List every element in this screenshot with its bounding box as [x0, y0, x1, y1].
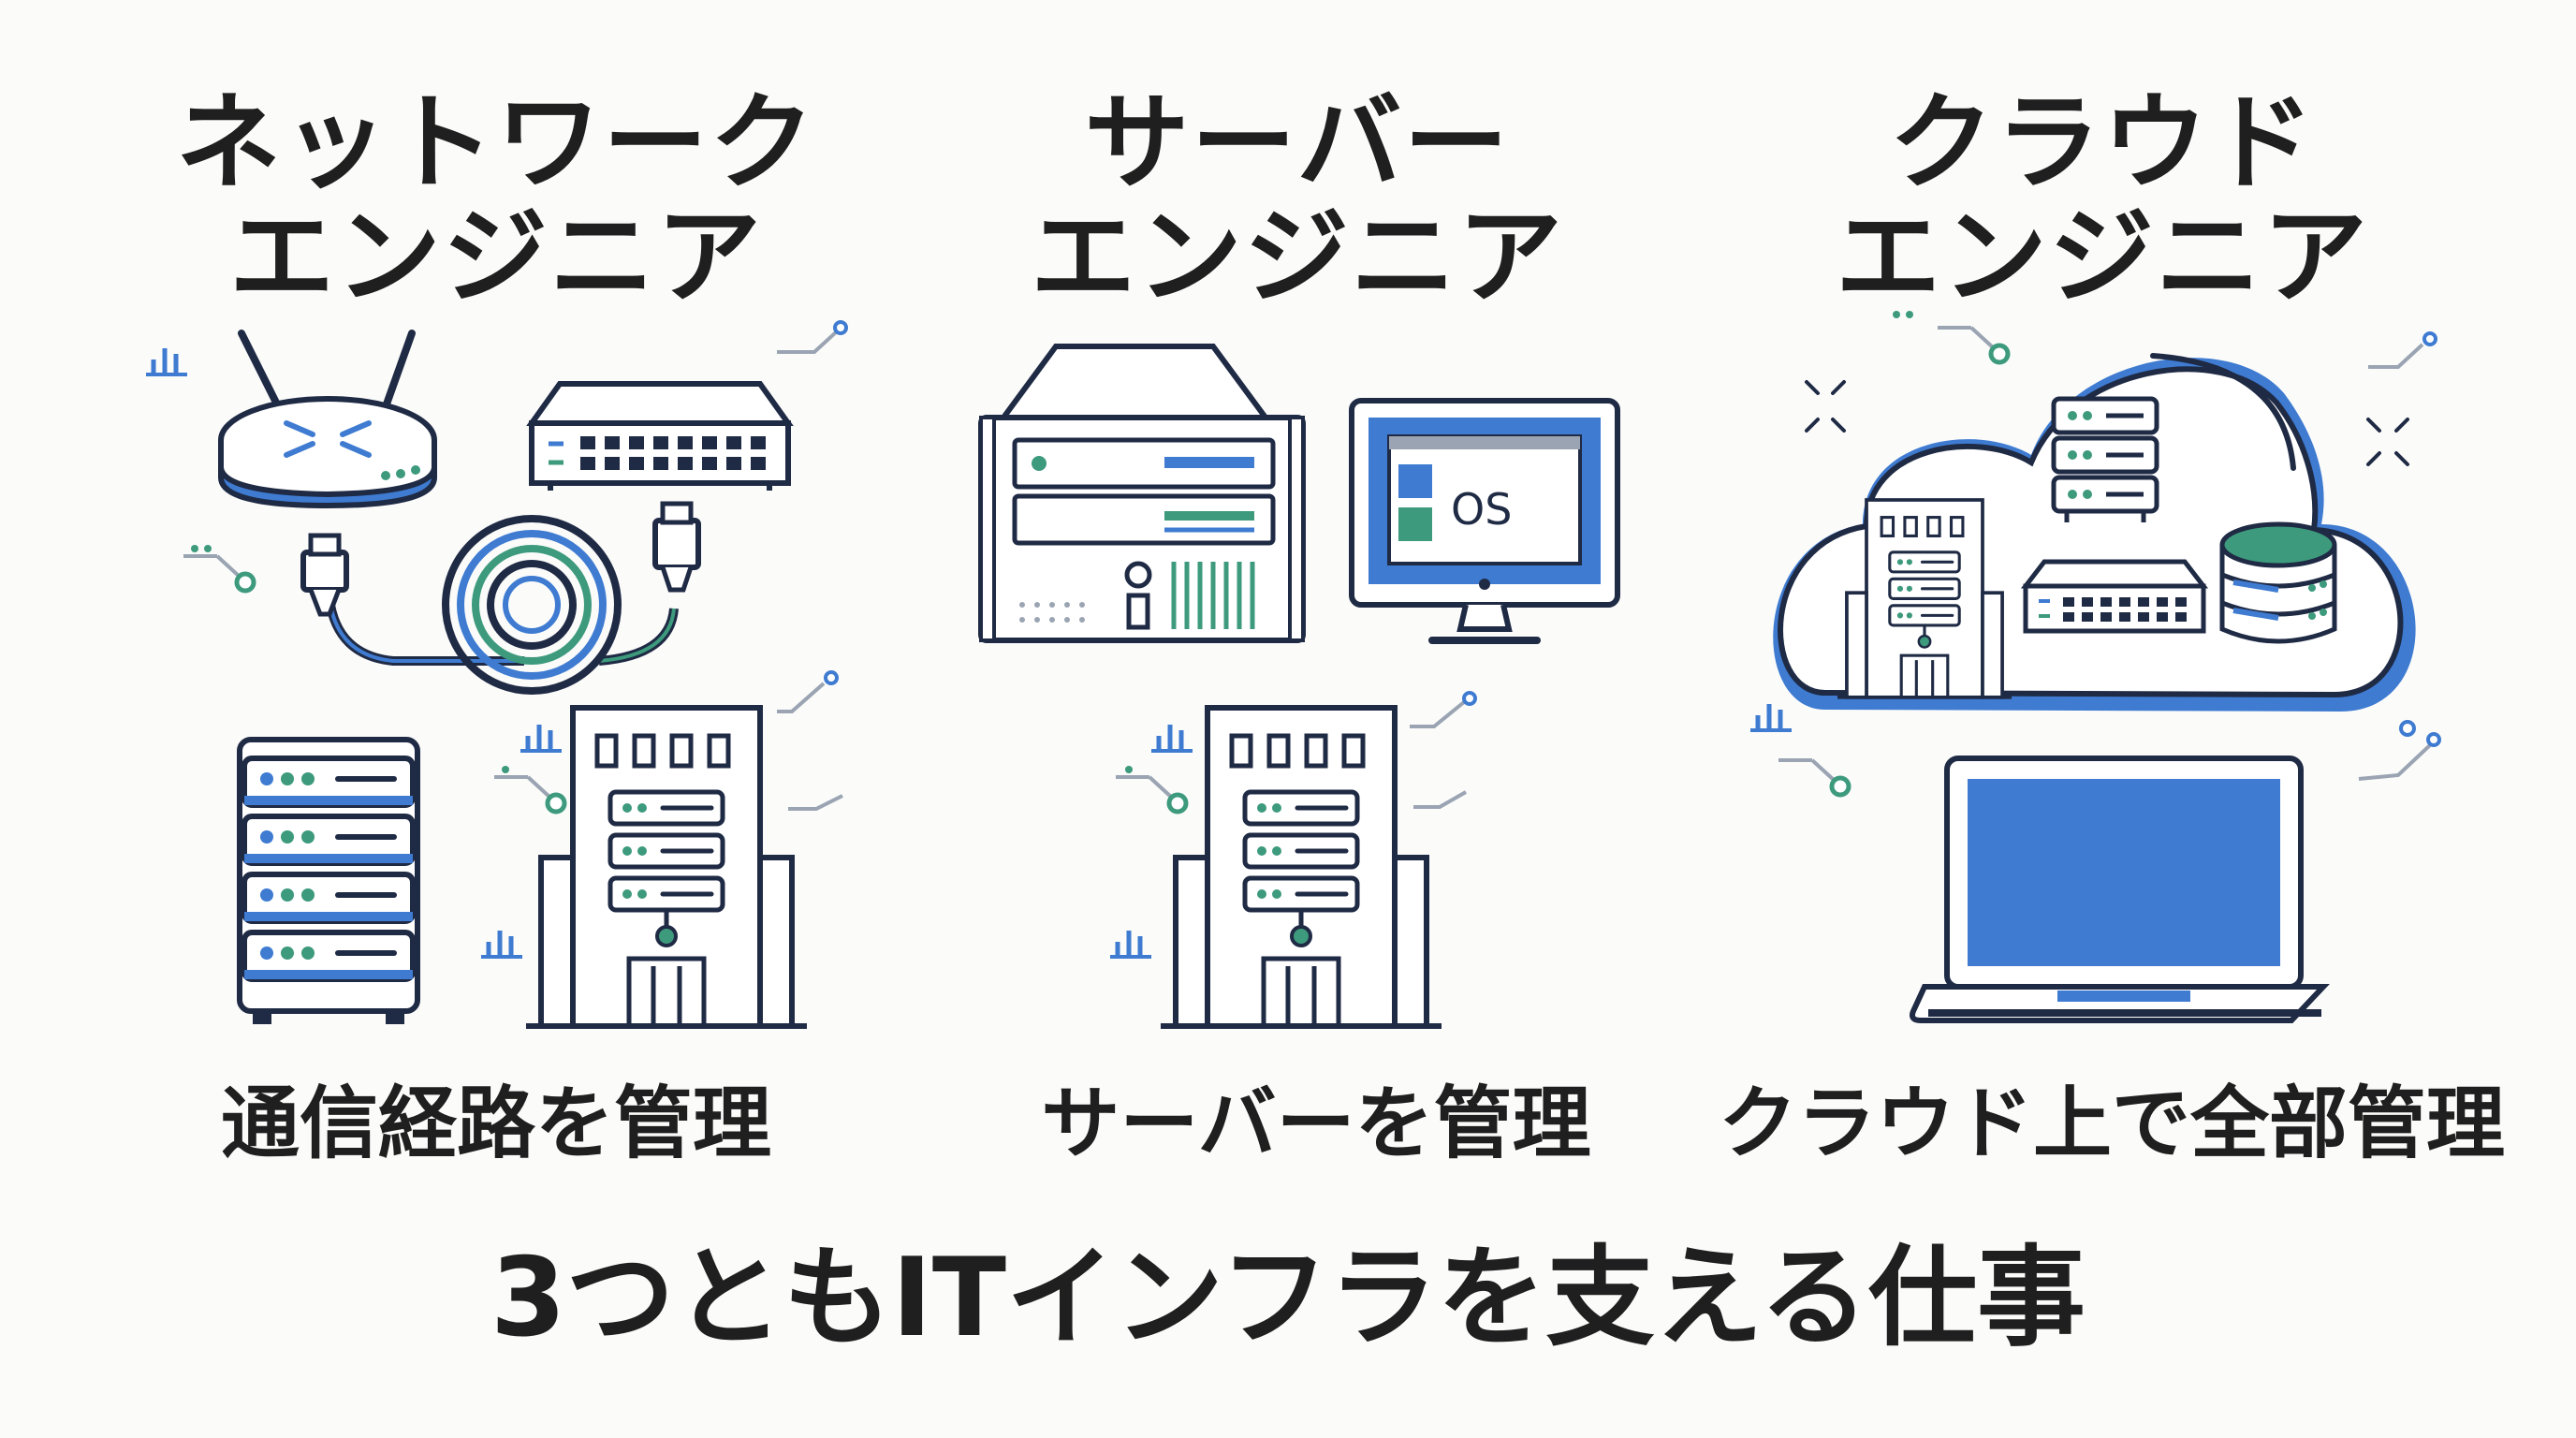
- monitor-icon: OS: [1349, 398, 1620, 644]
- database-icon: [2219, 521, 2337, 644]
- wireless-router-icon: [218, 330, 437, 509]
- network-caption: 通信経路を管理: [220, 1078, 771, 1169]
- network-engineer-title: ネットワーク エンジニア: [84, 86, 908, 315]
- network-switch-icon: [526, 381, 794, 491]
- cloud-icon: [1773, 353, 2416, 712]
- network-title-line1: ネットワーク: [176, 82, 816, 204]
- data-center-building-icon-2: [1161, 708, 1442, 1026]
- server-title-line2: エンジニア: [1031, 197, 1564, 318]
- server-chassis-icon: [978, 344, 1306, 643]
- sparkle-icon: [1805, 380, 2409, 466]
- cloud-title-line1: クラウド: [1889, 82, 2316, 204]
- laptop-icon: [1910, 756, 2330, 1023]
- data-center-building-icon: [526, 708, 807, 1026]
- server-caption: サーバーを管理: [1041, 1078, 1591, 1169]
- cloud-caption: クラウド上で全部管理: [1718, 1078, 2505, 1169]
- os-label: OS: [1451, 484, 1512, 535]
- ethernet-cable-icon: [300, 501, 701, 695]
- footer-summary: 3つともITインフラを支える仕事: [490, 1235, 2086, 1361]
- circuit-node-icon: [183, 311, 2441, 812]
- server-rack-icon: [237, 737, 420, 1024]
- cloud-engineer-title: クラウド エンジニア: [1690, 86, 2514, 315]
- server-title-line1: サーバー: [1084, 82, 1511, 204]
- server-engineer-title: サーバー エンジニア: [886, 86, 1709, 315]
- cloud-title-line2: エンジニア: [1836, 197, 2369, 318]
- network-title-line2: エンジニア: [229, 197, 763, 318]
